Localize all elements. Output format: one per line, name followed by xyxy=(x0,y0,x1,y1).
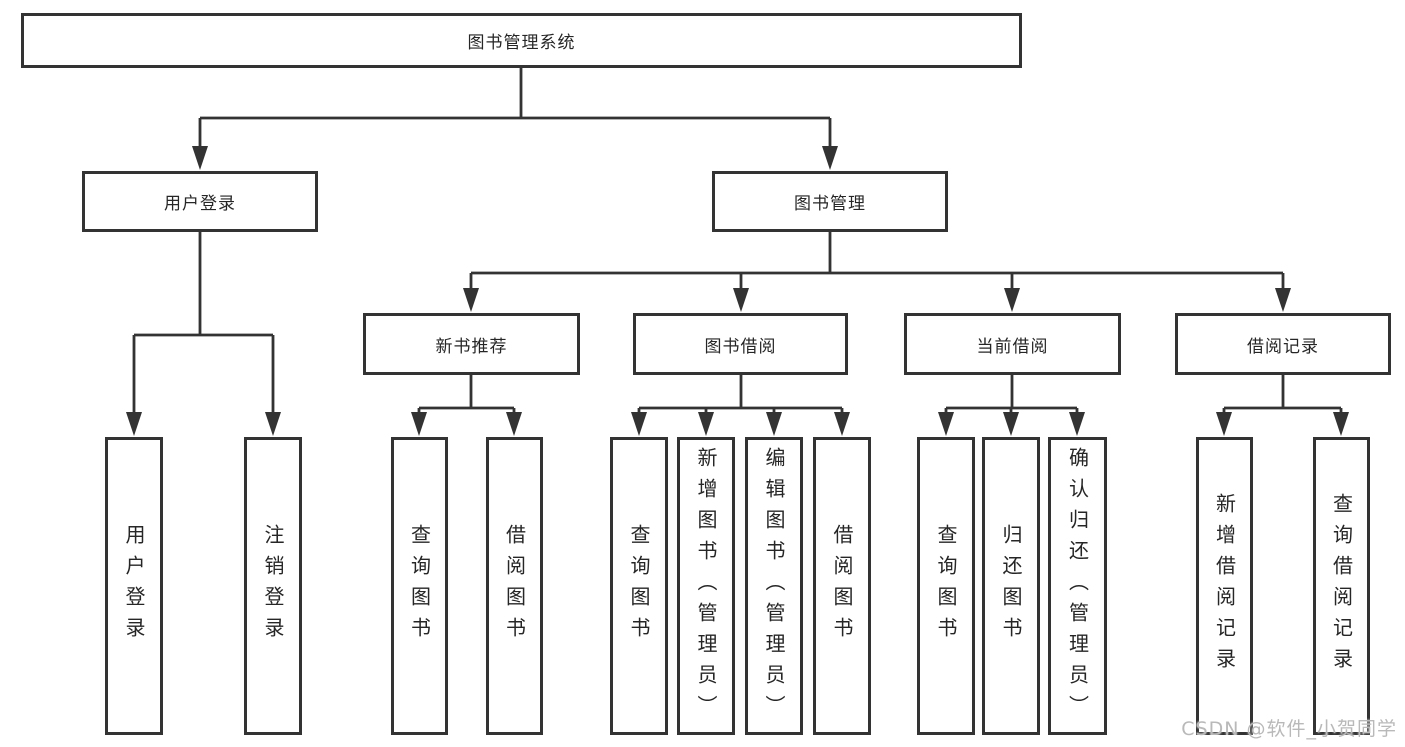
leaf-query-books-current: 查询图书 xyxy=(917,437,975,735)
arrowhead-icons xyxy=(126,146,1349,436)
leaf-logout: 注销登录 xyxy=(244,437,302,735)
leaf-borrow-books: 借阅图书 xyxy=(813,437,871,735)
node-new-book-recommend: 新书推荐 xyxy=(363,313,580,375)
leaf-borrow-books-recommend: 借阅图书 xyxy=(486,437,543,735)
node-book-management: 图书管理 xyxy=(712,171,948,232)
node-book-borrow: 图书借阅 xyxy=(633,313,848,375)
csdn-watermark: CSDN @软件_小贺同学 xyxy=(1181,718,1397,740)
leaf-add-borrow-record: 新增借阅记录 xyxy=(1196,437,1253,735)
leaf-user-login: 用户登录 xyxy=(105,437,163,735)
node-current-borrow: 当前借阅 xyxy=(904,313,1121,375)
node-user-login: 用户登录 xyxy=(82,171,318,232)
leaf-query-borrow-record: 查询借阅记录 xyxy=(1313,437,1370,735)
leaf-add-books-admin: 新增图书（管理员） xyxy=(677,437,735,735)
leaf-query-books-borrow: 查询图书 xyxy=(610,437,668,735)
leaf-edit-books-admin: 编辑图书（管理员） xyxy=(745,437,803,735)
node-borrow-records: 借阅记录 xyxy=(1175,313,1391,375)
leaf-query-books-recommend: 查询图书 xyxy=(391,437,448,735)
node-root-library-system: 图书管理系统 xyxy=(21,13,1022,68)
leaf-return-books: 归还图书 xyxy=(982,437,1040,735)
leaf-confirm-return-admin: 确认归还（管理员） xyxy=(1048,437,1107,735)
